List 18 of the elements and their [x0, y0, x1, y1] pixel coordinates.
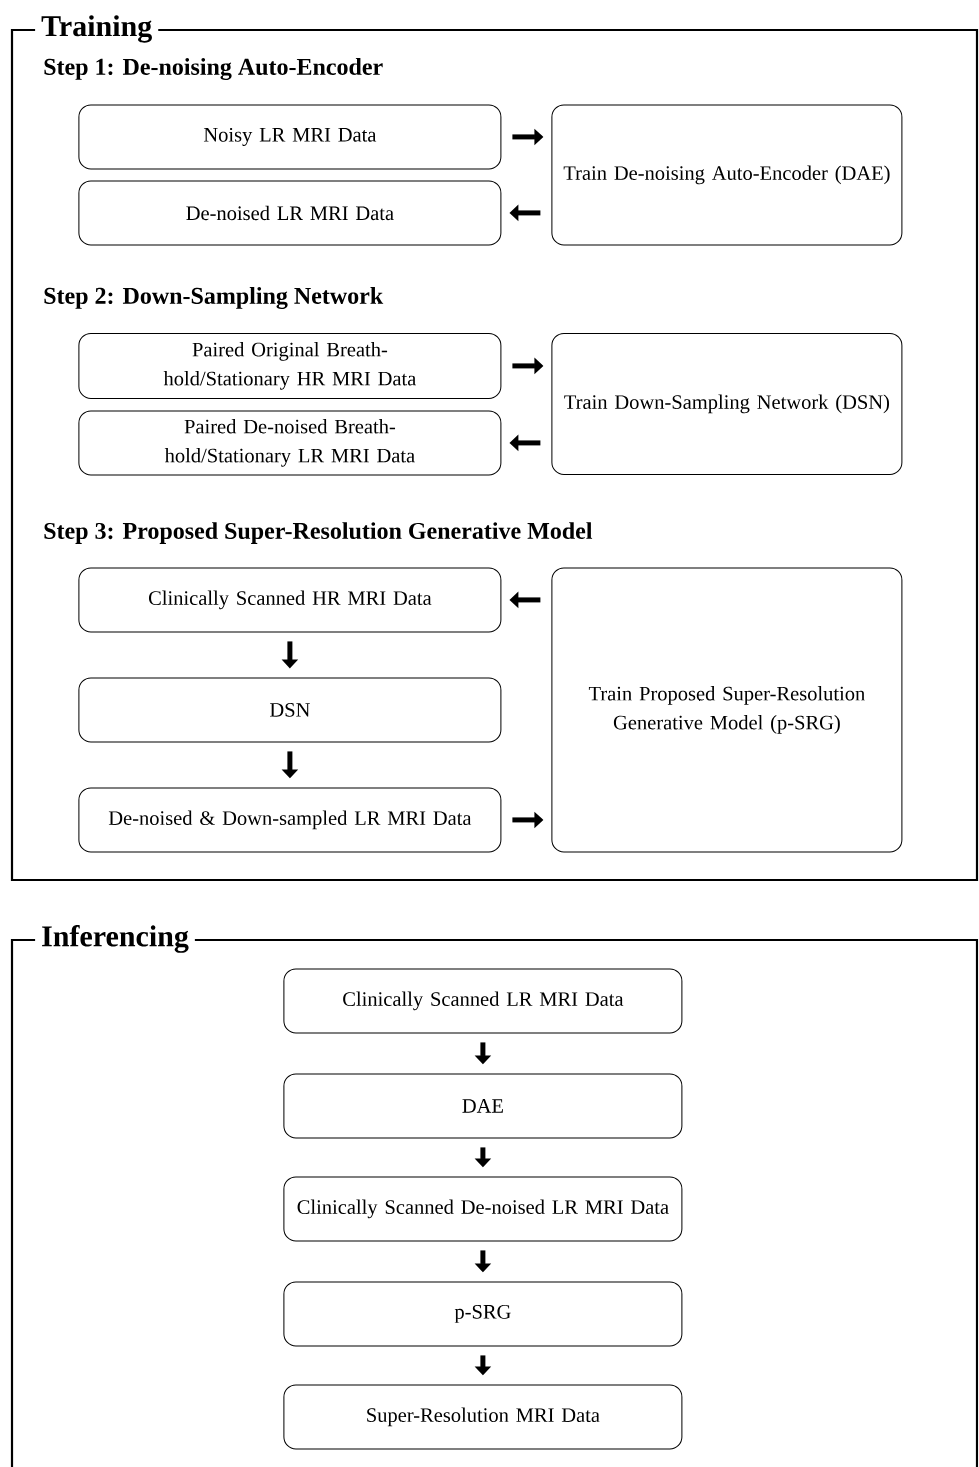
process-box: De-noised LR MRI Data — [78, 180, 502, 246]
process-box: Clinically Scanned HR MRI Data — [78, 567, 502, 633]
process-box: Super-Resolution MRI Data — [283, 1384, 683, 1450]
process-box: Clinically Scanned LR MRI Data — [283, 968, 683, 1034]
process-box: De-noised & Down-sampled LR MRI Data — [78, 787, 502, 853]
process-box: Paired De-noised Breath-hold/Stationary LR MRI Data — [78, 410, 502, 476]
process-box: Clinically Scanned De-noised LR MRI Data — [283, 1176, 683, 1242]
process-box: Train Down-Sampling Network (DSN) — [551, 332, 903, 475]
process-box: Train De-noising Auto-Encoder (DAE) — [551, 104, 903, 246]
step-heading: Step 1: De-noising Auto-Encoder — [44, 58, 383, 80]
process-box: p-SRG — [283, 1281, 683, 1347]
step-heading: Step 3: Proposed Super-Resolution Generative Model — [44, 522, 593, 544]
process-box: Noisy LR MRI Data — [78, 104, 502, 170]
process-box: DSN — [78, 677, 502, 743]
step-heading: Step 2: Down-Sampling Network — [44, 287, 384, 309]
process-box: DAE — [283, 1073, 683, 1139]
process-box: Train Proposed Super-Resolution Generative Model (p-SRG) — [551, 567, 903, 853]
process-box: Paired Original Breath-hold/Stationary HR MRI Data — [78, 332, 502, 399]
